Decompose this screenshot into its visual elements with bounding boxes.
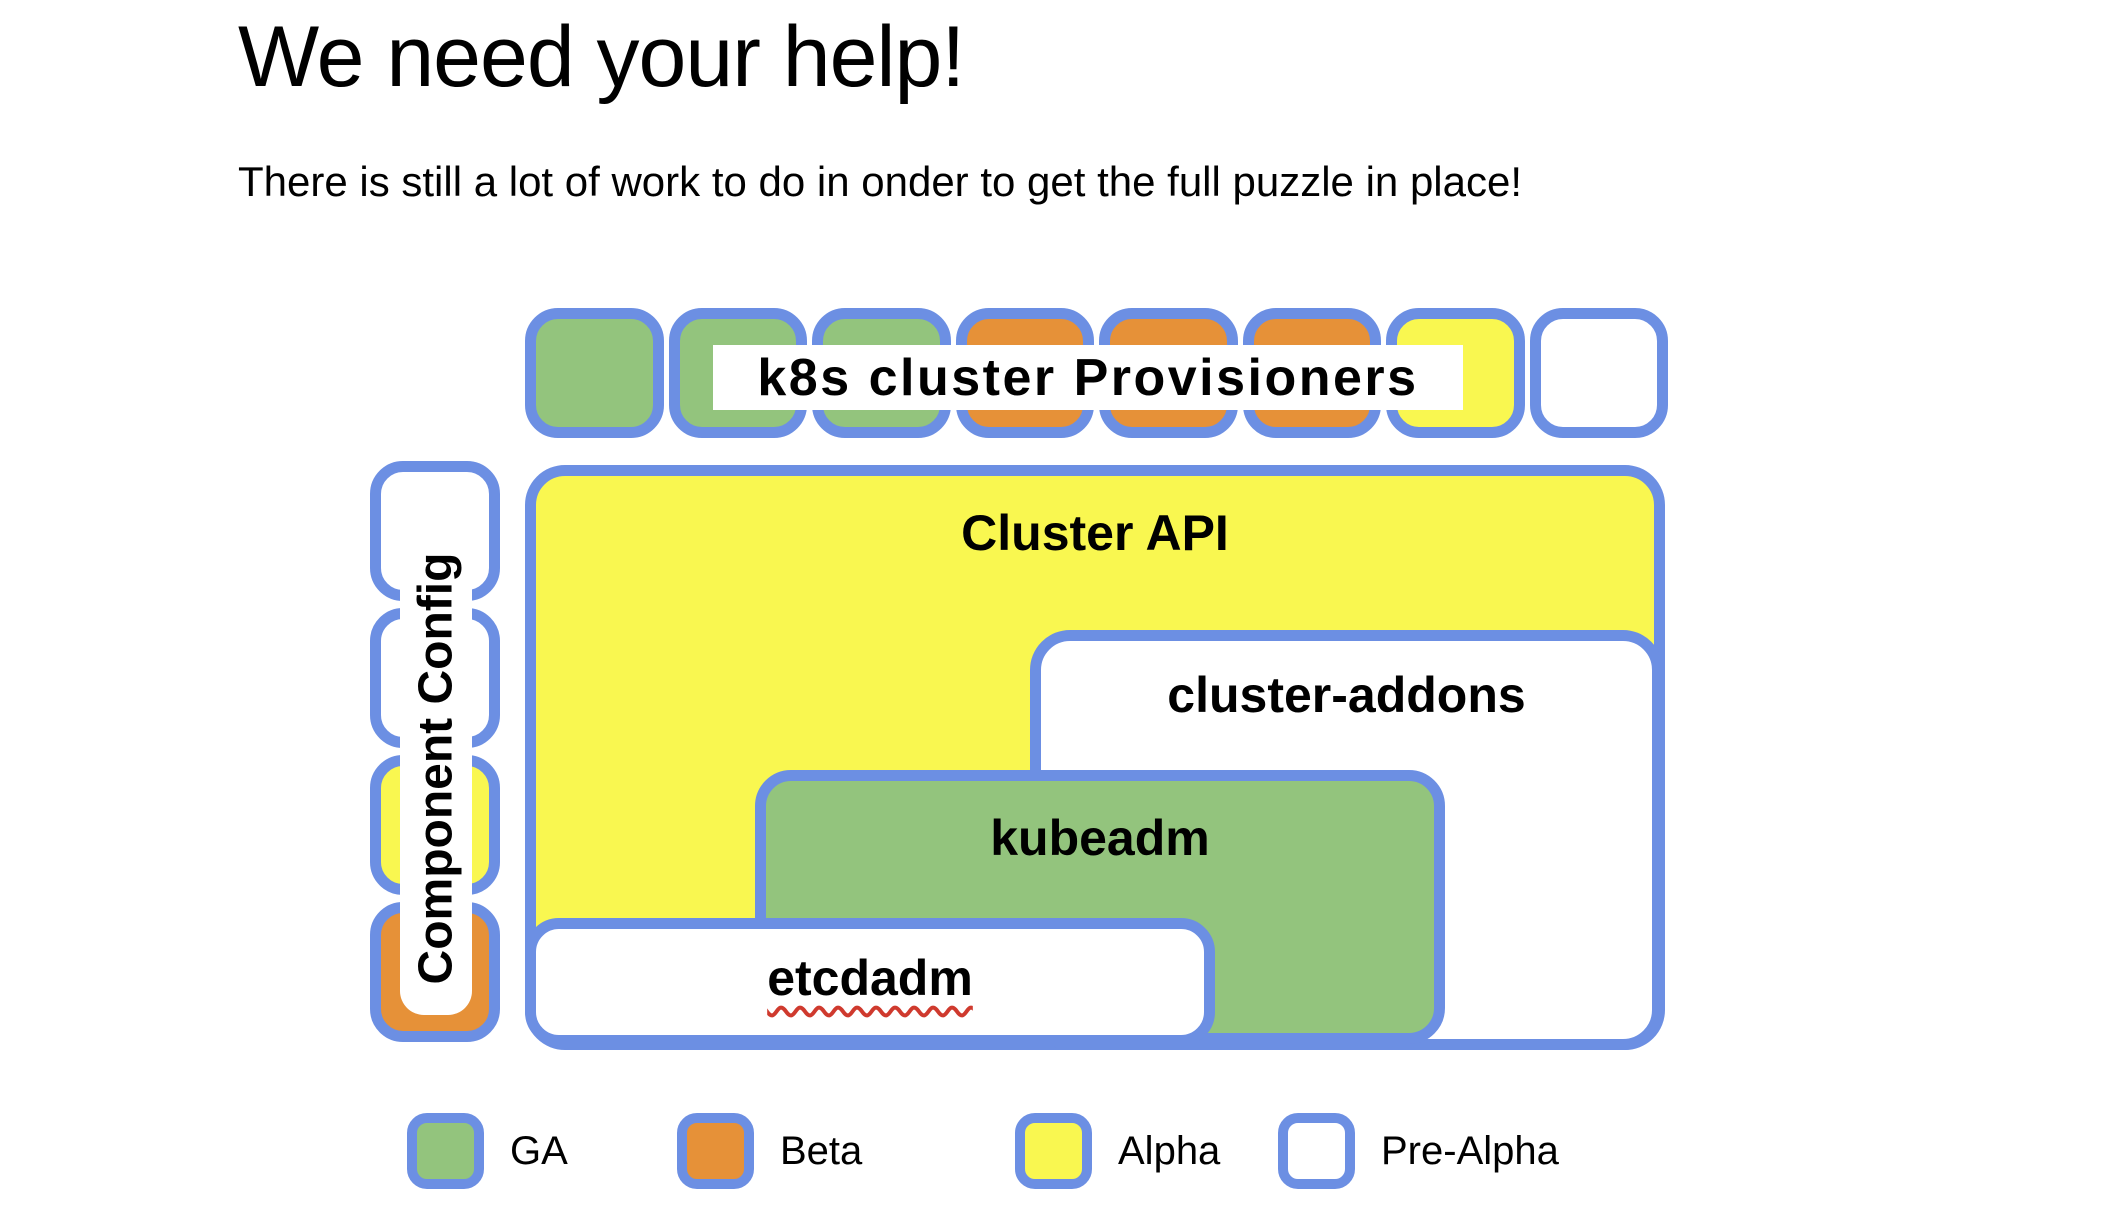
legend-item-beta: Beta: [677, 1113, 862, 1189]
legend-label-alpha: Alpha: [1118, 1128, 1221, 1173]
page-title: We need your help!: [238, 9, 965, 105]
cluster-api-label: Cluster API: [961, 505, 1229, 561]
subtitle: There is still a lot of work to do in on…: [238, 158, 1523, 205]
legend-item-pre-alpha: Pre-Alpha: [1278, 1113, 1559, 1189]
etcdadm-label: etcdadm: [536, 929, 1204, 1007]
cluster-addons-label: cluster-addons: [1167, 667, 1526, 723]
legend-swatch-ga: [407, 1113, 484, 1189]
legend-swatch-alpha: [1015, 1113, 1092, 1189]
legend-label-ga: GA: [510, 1128, 568, 1173]
etcdadm-box: etcdadm: [525, 918, 1215, 1046]
provisioner-square: [525, 308, 664, 438]
component-config-label: Component Config: [409, 552, 463, 985]
provisioners-label: k8s cluster Provisioners: [757, 348, 1419, 407]
legend-label-beta: Beta: [780, 1128, 863, 1173]
legend-swatch-beta: [677, 1113, 754, 1189]
legend-item-ga: GA: [407, 1113, 568, 1189]
kubeadm-label: kubeadm: [990, 810, 1210, 866]
legend-label-pre-alpha: Pre-Alpha: [1381, 1128, 1559, 1173]
component-config-label-band: Component Config: [400, 522, 472, 1015]
provisioner-square: [1529, 308, 1668, 438]
legend-swatch-pre-alpha: [1278, 1113, 1355, 1189]
etcdadm-label-text: etcdadm: [767, 950, 973, 1006]
legend-item-alpha: Alpha: [1015, 1113, 1220, 1189]
provisioners-label-band: k8s cluster Provisioners: [713, 345, 1463, 410]
